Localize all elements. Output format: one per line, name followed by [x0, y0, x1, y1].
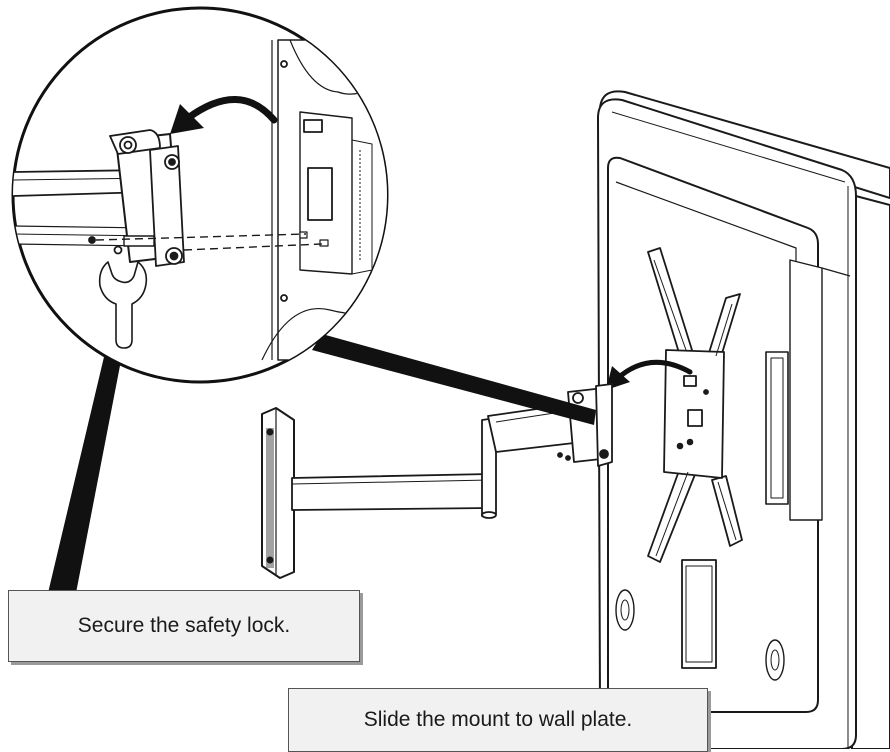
lock-arrowhead-icon — [170, 104, 204, 134]
zoom-detail — [13, 39, 387, 361]
slide-mount-text: Slide the mount to wall plate. — [363, 708, 633, 731]
zoom-leader — [312, 334, 596, 425]
lock-arrow-icon — [184, 96, 278, 124]
slide-arrow-icon — [615, 359, 693, 381]
secure-lock-callout: Secure the safety lock. — [8, 590, 360, 662]
secure-lock-text: Secure the safety lock. — [77, 614, 291, 637]
tv-back — [597, 90, 890, 749]
slide-mount-callout: Slide the mount to wall plate. — [288, 688, 708, 752]
lock-callout-pointer — [48, 340, 124, 593]
tv-mounting-plate — [647, 247, 743, 563]
wall-plate — [261, 407, 295, 579]
